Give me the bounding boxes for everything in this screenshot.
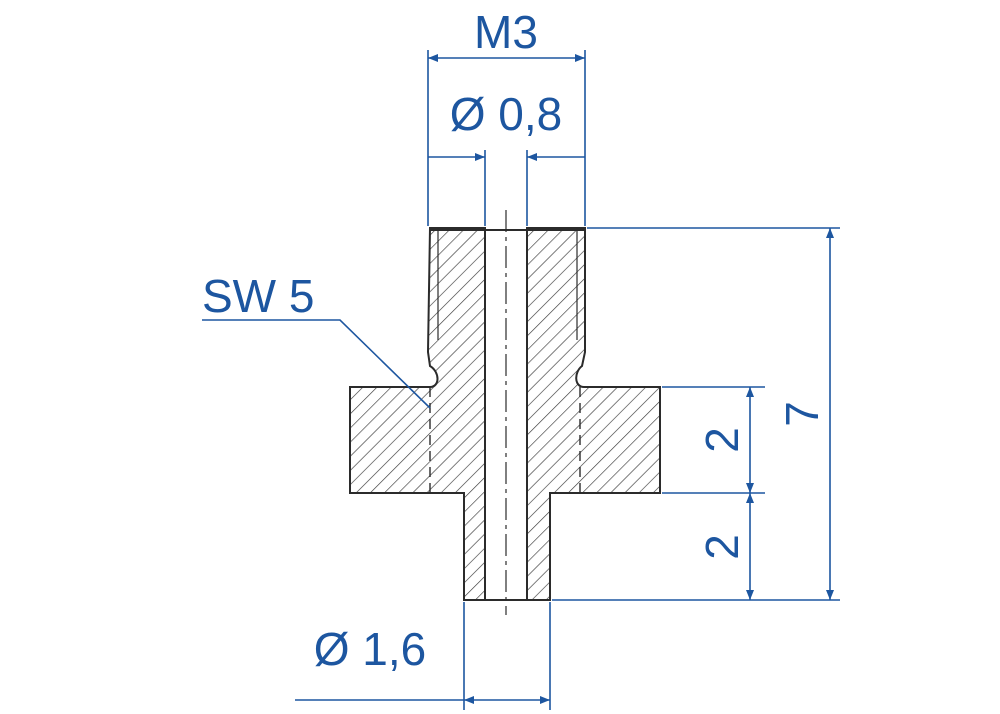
label-pin-length: 2 <box>696 534 748 560</box>
label-spanner-width: SW 5 <box>202 270 314 322</box>
label-flange-height: 2 <box>696 427 748 453</box>
part-section <box>349 210 661 615</box>
part-left-half <box>349 227 486 601</box>
dimensions <box>202 50 840 710</box>
label-thread: M3 <box>474 6 538 58</box>
sw-leader <box>202 319 431 409</box>
label-total-height: 7 <box>776 401 828 427</box>
label-bore-diameter: Ø 0,8 <box>450 88 563 140</box>
label-pin-diameter: Ø 1,6 <box>314 623 427 675</box>
part-right-half <box>526 227 661 601</box>
